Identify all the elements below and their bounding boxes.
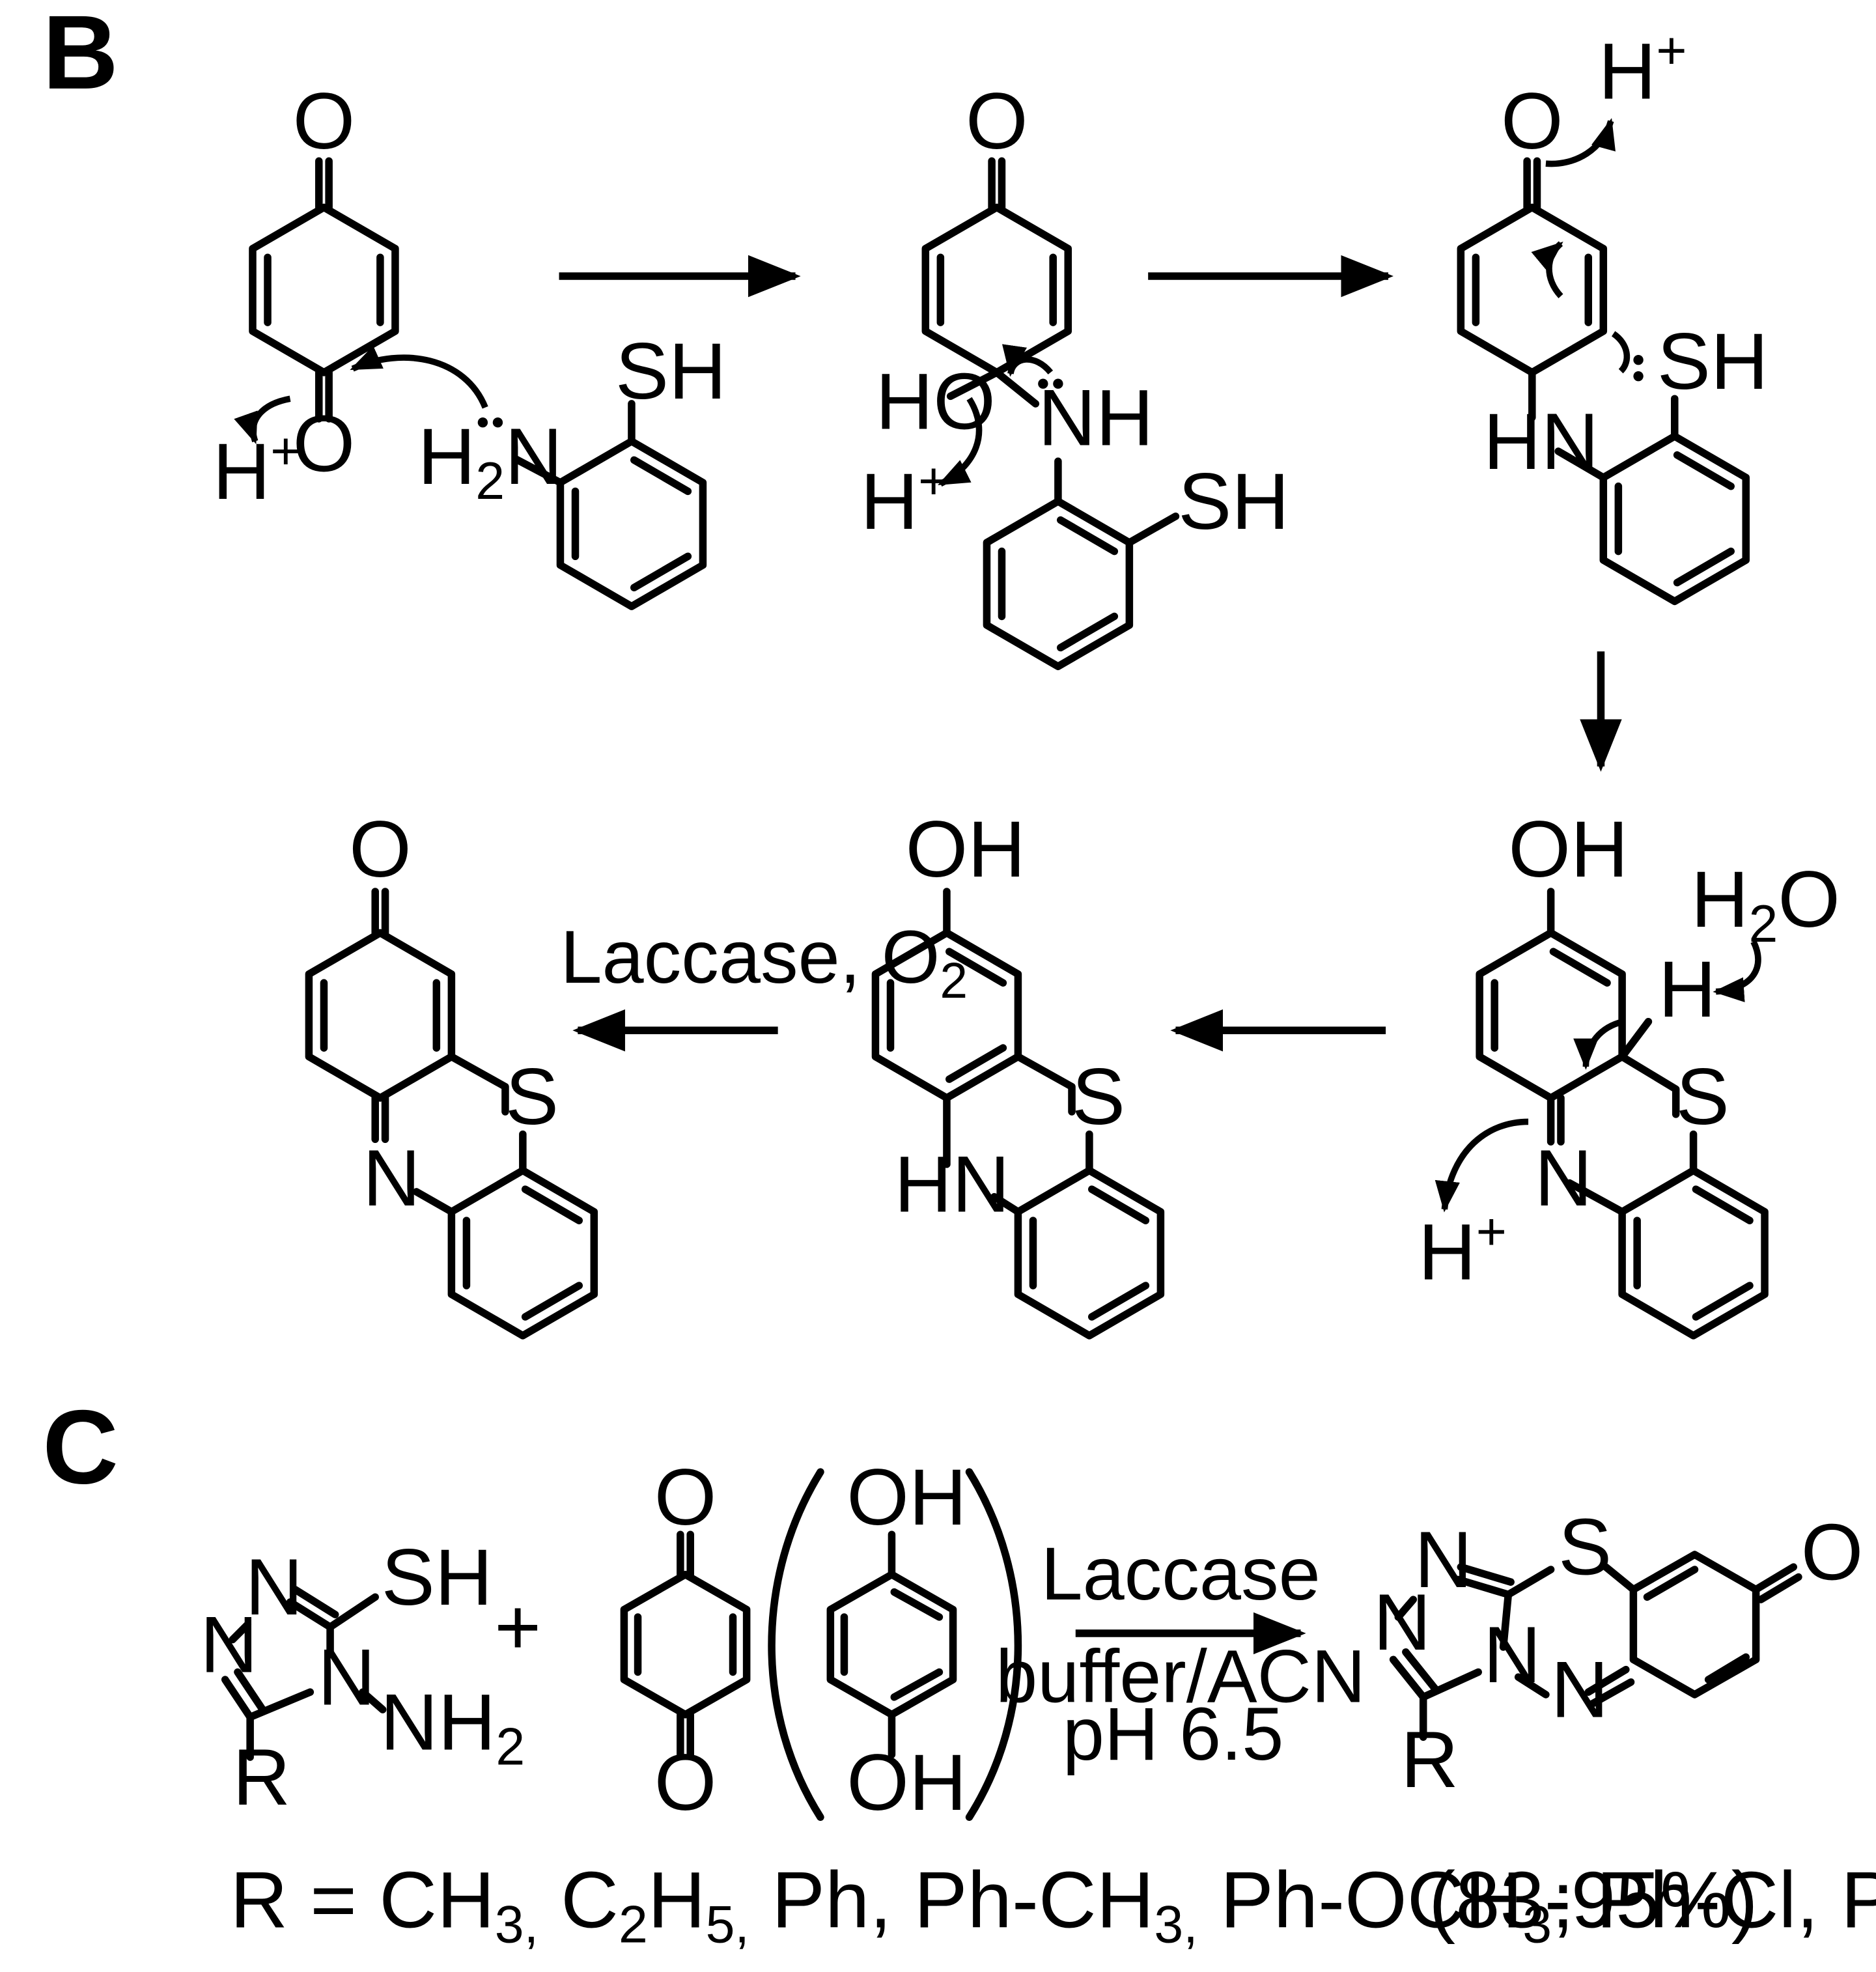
triazole-n4: N (318, 1633, 376, 1722)
product-c-n1: N (1414, 1515, 1472, 1605)
phenothiazine-sulfur: S (1072, 1052, 1125, 1142)
water-label: H2O (1691, 855, 1840, 953)
product-c-r: R (1401, 1715, 1459, 1805)
panel-label-b: B (42, 0, 119, 111)
product-c-oxygen: O (1801, 1508, 1864, 1597)
curly-arrow-nucleophilic-attack (350, 345, 488, 409)
bq-top-oxygen: O (654, 1453, 717, 1542)
condition-laccase: Laccase (1041, 1532, 1321, 1616)
condition-laccase-o2: Laccase, O2 (560, 916, 968, 1009)
triazolothiadiazinone-product: N N N N S R O (1373, 1503, 1863, 1805)
aminothiophenol-nh2: H2N (418, 412, 563, 511)
left-parenthesis (768, 1468, 824, 1822)
hemiaminal-intermediate: O HO NH SH (875, 77, 1289, 671)
product-sulfur: S (505, 1052, 559, 1142)
curly-arrow-water (1713, 940, 1761, 1002)
hplus-2: H+ (860, 452, 949, 546)
arylamine-hn: HN (1483, 397, 1599, 486)
triazole-n2: N (200, 1600, 258, 1689)
aminothiophenol-sh: SH (615, 327, 727, 416)
curly-arrow-water-loss (938, 397, 983, 487)
hydroxyphenothiazine-structure: OH S HN (871, 805, 1165, 1340)
r-substituent-list: R = CH3, C2H5, Ph, Ph-CH3, Ph-OCH3; Ph-C… (230, 1855, 1876, 1954)
condition-buffer: buffer/ACN (996, 1635, 1365, 1719)
hq-bottom-oh: OH (847, 1738, 966, 1827)
product-oxygen: O (349, 805, 412, 894)
triazole-r: R (232, 1733, 290, 1822)
triazole-sh: SH (382, 1533, 493, 1622)
product-c-sulfur: S (1558, 1503, 1612, 1592)
panel-label-c: C (42, 1388, 119, 1506)
phenothiazinone-product: O S N (305, 805, 598, 1340)
product-c-n5: N (1551, 1646, 1609, 1735)
condition-ph: pH 6.5 (1063, 1693, 1284, 1776)
cyclized-sulfur: S (1676, 1052, 1729, 1142)
product-c-n2: N (1373, 1578, 1431, 1667)
plus-sign: + (494, 1583, 541, 1672)
intermediate-ho: HO (875, 357, 995, 446)
triazole-thiol-structure: N N N SH R NH2 (200, 1533, 525, 1822)
yield-range: (83-95%) (1429, 1855, 1758, 1945)
benzoquinone-c-structure: O O (620, 1453, 751, 1827)
hplus-3: H+ (1599, 21, 1687, 116)
curly-arrow-hydride (1573, 1019, 1625, 1070)
right-parenthesis (965, 1468, 1022, 1822)
product-nitrogen: N (363, 1134, 421, 1223)
cyclized-hydrogen: H (1659, 945, 1716, 1034)
intermediate-oxygen: O (966, 77, 1028, 166)
bq-bottom-oxygen: O (654, 1738, 717, 1827)
arylamine-intermediate: O HN SH (1457, 77, 1769, 606)
quinone-top-oxygen: O (293, 77, 356, 166)
phenothiazine-hn: HN (894, 1140, 1010, 1230)
hplus-4: H+ (1418, 1202, 1507, 1297)
curly-arrow-sulfur (1611, 331, 1631, 374)
hq-top-oh: OH (847, 1453, 966, 1542)
curly-arrow-protonation (234, 395, 291, 445)
arylamine-sh: SH (1657, 317, 1769, 406)
cyclized-nitrogen: N (1535, 1134, 1593, 1223)
arylamine-oxygen: O (1501, 77, 1563, 166)
triazole-nh2: NH2 (380, 1678, 525, 1777)
hplus-1: H+ (213, 422, 301, 516)
curly-arrow-lone-pair (1002, 344, 1054, 377)
cyclized-intermediate: OH S N H (1476, 805, 1769, 1340)
benzoquinone-structure: O O (249, 77, 399, 489)
curly-arrow-deprotonation-2 (1435, 1118, 1529, 1213)
phenothiazine-oh: OH (906, 805, 1026, 894)
curly-arrow-deprotonation (1545, 118, 1616, 167)
hydroquinone-structure: OH OH (826, 1453, 967, 1827)
quinone-bottom-oxygen: O (293, 400, 356, 489)
intermediate-sh: SH (1178, 457, 1289, 546)
aminothiophenol-structure: SH H2N (418, 327, 727, 610)
cyclized-oh: OH (1508, 805, 1628, 894)
curly-arrow-enol (1531, 241, 1563, 299)
